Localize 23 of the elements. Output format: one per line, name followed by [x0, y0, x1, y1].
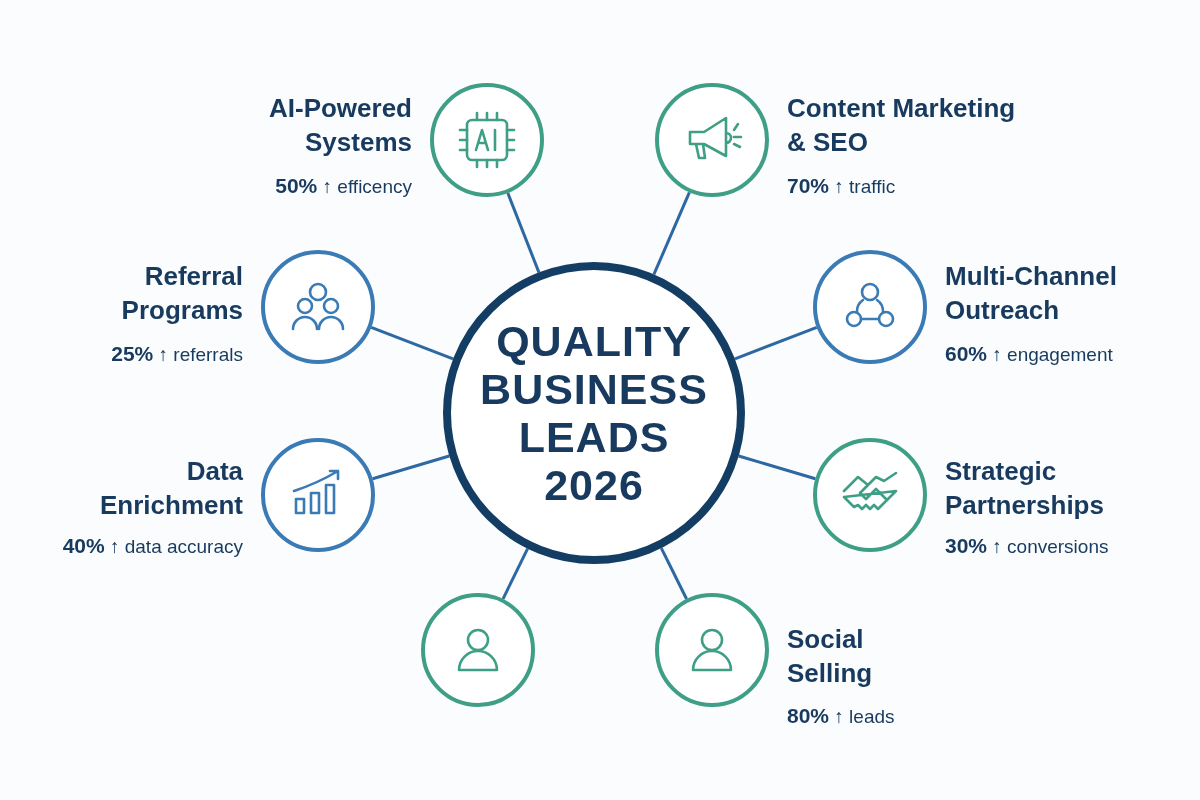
connector-line: [734, 326, 818, 361]
connector-line: [506, 192, 541, 273]
connector-line: [501, 547, 529, 600]
strategy-heading: Multi-Channel Outreach: [945, 260, 1118, 327]
strategy-heading: Content Marketing & SEO: [787, 92, 1017, 159]
stat-text: 80% ↑ leads: [787, 704, 895, 729]
connector-line: [659, 547, 688, 600]
strategy-heading: Referral Programs: [120, 260, 243, 327]
connector-line: [372, 454, 450, 481]
connector-line: [652, 191, 691, 275]
stat-text: 60% ↑ engagement: [945, 342, 1113, 367]
connector-line: [370, 326, 454, 361]
center-title: QUALITY BUSINESS LEADS 2026: [479, 317, 709, 509]
stat-text: 25% ↑ referrals: [111, 342, 243, 367]
stat-text: 70% ↑ traffic: [787, 174, 896, 199]
strategy-heading: Social Selling: [787, 623, 874, 690]
connector-line: [738, 454, 816, 481]
strategy-heading: Data Enrichment: [98, 455, 243, 522]
stat-text: 40% ↑ data accuracy: [62, 534, 243, 559]
strategy-heading: AI-Powered Systems: [267, 92, 412, 159]
stat-text: 30% ↑ conversions: [945, 534, 1109, 559]
stat-text: 50% ↑ efficency: [275, 174, 412, 199]
strategy-heading: Strategic Partnerships: [945, 455, 1105, 522]
